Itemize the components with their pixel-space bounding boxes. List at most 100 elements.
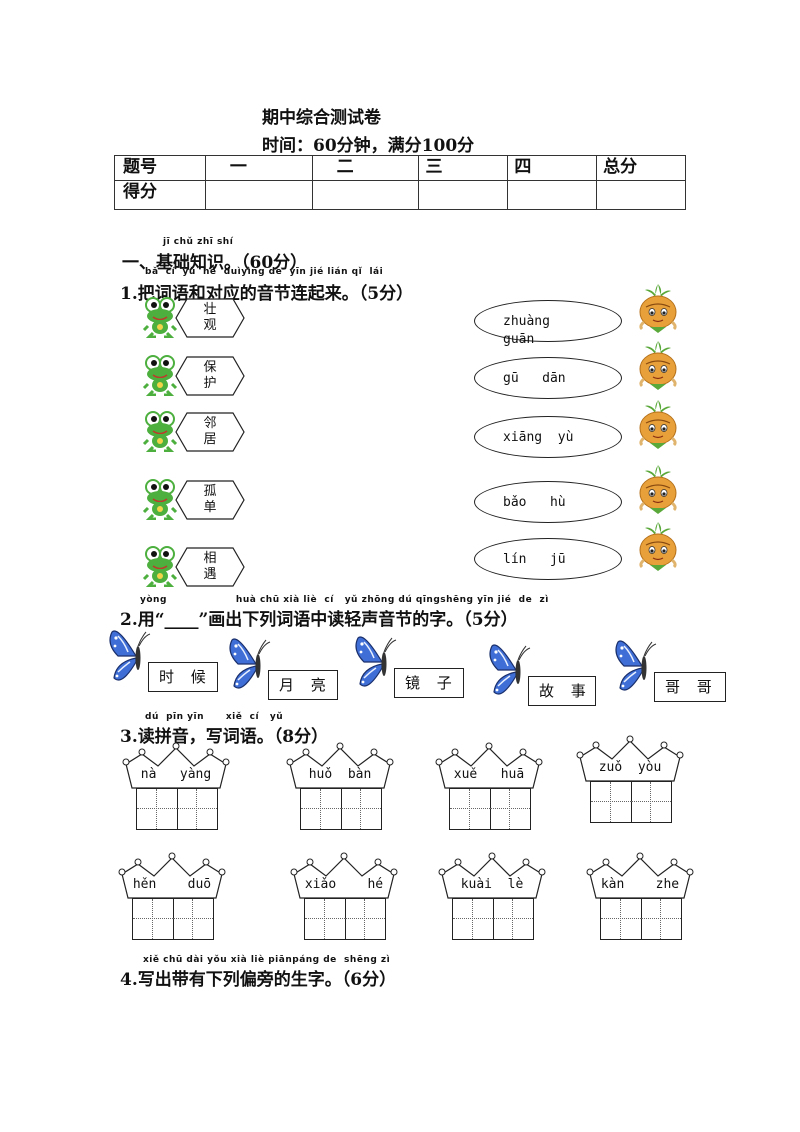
syllable-text: lín jū (503, 552, 566, 567)
question-pinyin: xiě chū dài yǒu xià liè piānpáng de shēn… (143, 955, 391, 965)
syllable-oval[interactable]: zhuàng guān (474, 300, 622, 347)
writing-cell[interactable] (177, 789, 217, 829)
writing-grid[interactable] (132, 898, 214, 940)
syllable-oval[interactable]: lín jū (474, 538, 622, 580)
frog-icon (142, 296, 178, 342)
word-box[interactable]: 时 候 (148, 662, 218, 692)
writing-cell[interactable] (601, 899, 642, 939)
guide-line (620, 899, 621, 939)
guide-line (660, 899, 661, 939)
pinyin-text: kuài lè (460, 877, 524, 892)
page-title: 期中综合测试卷 (262, 108, 381, 128)
question-title: 3.读拼音，写词语。（8分） (120, 727, 329, 747)
syllable-oval[interactable]: xiāng yù (474, 416, 622, 458)
word-hexagon[interactable]: 孤 单 (175, 480, 245, 520)
word-hexagon[interactable]: 壮 观 (175, 298, 245, 338)
guide-line (324, 899, 325, 939)
word-hexagon[interactable]: 保 护 (175, 356, 245, 396)
guide-line (472, 899, 473, 939)
score-table: 题号 一 二 三 四 总分 得分 (114, 155, 686, 210)
score-cell: 得分 (114, 180, 206, 210)
score-input-cell[interactable] (311, 180, 420, 210)
pinyin-text: huǒ bàn (308, 767, 372, 782)
syllable-text: bǎo hù (503, 495, 566, 510)
writing-cell[interactable] (341, 789, 381, 829)
score-input-cell[interactable] (507, 180, 598, 210)
section-title: 一、基础知识。（60分） (122, 253, 308, 273)
question-pinyin: bǎ cí yǔ hé duìyìng de yīn jié lián qǐ l… (145, 267, 384, 277)
writing-cell[interactable] (301, 789, 342, 829)
writing-grid[interactable] (452, 898, 534, 940)
writing-cell[interactable] (133, 899, 174, 939)
word-text: 保 护 (203, 360, 217, 391)
butterfly-icon (614, 636, 664, 702)
writing-cell[interactable] (450, 789, 491, 829)
guide-line (320, 789, 321, 829)
writing-grid[interactable] (304, 898, 386, 940)
guide-line (610, 782, 611, 822)
guide-line (453, 918, 493, 919)
guide-line (152, 899, 153, 939)
guide-line (364, 899, 365, 939)
word-hexagon[interactable]: 邻 居 (175, 412, 245, 452)
word-hexagon[interactable]: 相 遇 (175, 547, 245, 587)
score-input-cell[interactable] (204, 180, 313, 210)
write-word-crown: huǒ bàn (284, 742, 396, 852)
guide-line (173, 918, 213, 919)
writing-cell[interactable] (453, 899, 494, 939)
write-word-crown: nà yàng (120, 742, 232, 852)
onion-icon (636, 520, 680, 576)
writing-cell[interactable] (305, 899, 346, 939)
onion-icon (636, 339, 680, 395)
write-word-crown: hěn duō (116, 852, 228, 962)
syllable-oval[interactable]: gū dān (474, 357, 622, 399)
writing-cell[interactable] (490, 789, 530, 829)
score-table-header-row: 题号 一 二 三 四 总分 (114, 155, 686, 181)
frog-icon (142, 354, 178, 400)
score-cell: 题号 (114, 155, 206, 181)
write-word-crown: xiǎo hé (288, 852, 400, 962)
writing-cell[interactable] (631, 782, 671, 822)
writing-cell[interactable] (173, 899, 213, 939)
guide-line (591, 801, 631, 802)
word-box[interactable]: 故 事 (528, 676, 596, 706)
question-pinyin: dú pīn yīn xiě cí yǔ (145, 712, 284, 722)
writing-grid[interactable] (600, 898, 682, 940)
onion-icon (636, 282, 680, 338)
score-input-cell[interactable] (596, 180, 686, 210)
write-word-crown: zuǒ yòu (574, 735, 686, 845)
word-box[interactable]: 哥 哥 (654, 672, 726, 702)
word-text: 邻 居 (203, 416, 217, 447)
guide-line (301, 808, 341, 809)
writing-grid[interactable] (449, 788, 531, 830)
writing-cell[interactable] (641, 899, 681, 939)
guide-line (345, 918, 385, 919)
score-input-cell[interactable] (418, 180, 509, 210)
writing-grid[interactable] (590, 781, 672, 823)
syllable-oval[interactable]: bǎo hù (474, 481, 622, 523)
guide-line (137, 808, 177, 809)
guide-line (650, 782, 651, 822)
guide-line (360, 789, 361, 829)
page-subtitle: 时间：60分钟，满分100分 (262, 136, 475, 156)
writing-grid[interactable] (300, 788, 382, 830)
guide-line (177, 808, 217, 809)
question-pinyin: yòng huà chū xià liè cí yǔ zhōng dú qīng… (140, 595, 549, 605)
butterfly-icon (228, 634, 278, 700)
writing-cell[interactable] (137, 789, 178, 829)
word-box[interactable]: 月 亮 (268, 670, 338, 700)
butterfly-icon (354, 632, 404, 698)
writing-cell[interactable] (345, 899, 385, 939)
writing-cell[interactable] (493, 899, 533, 939)
frog-icon (142, 478, 178, 524)
writing-grid[interactable] (136, 788, 218, 830)
frog-icon (142, 410, 178, 456)
guide-line (469, 789, 470, 829)
word-box[interactable]: 镜 子 (394, 668, 464, 698)
score-cell: 二 (311, 155, 420, 181)
onion-icon (636, 398, 680, 454)
butterfly-icon (108, 626, 158, 692)
pinyin-text: kàn zhe (600, 877, 680, 892)
writing-cell[interactable] (591, 782, 632, 822)
guide-line (490, 808, 530, 809)
